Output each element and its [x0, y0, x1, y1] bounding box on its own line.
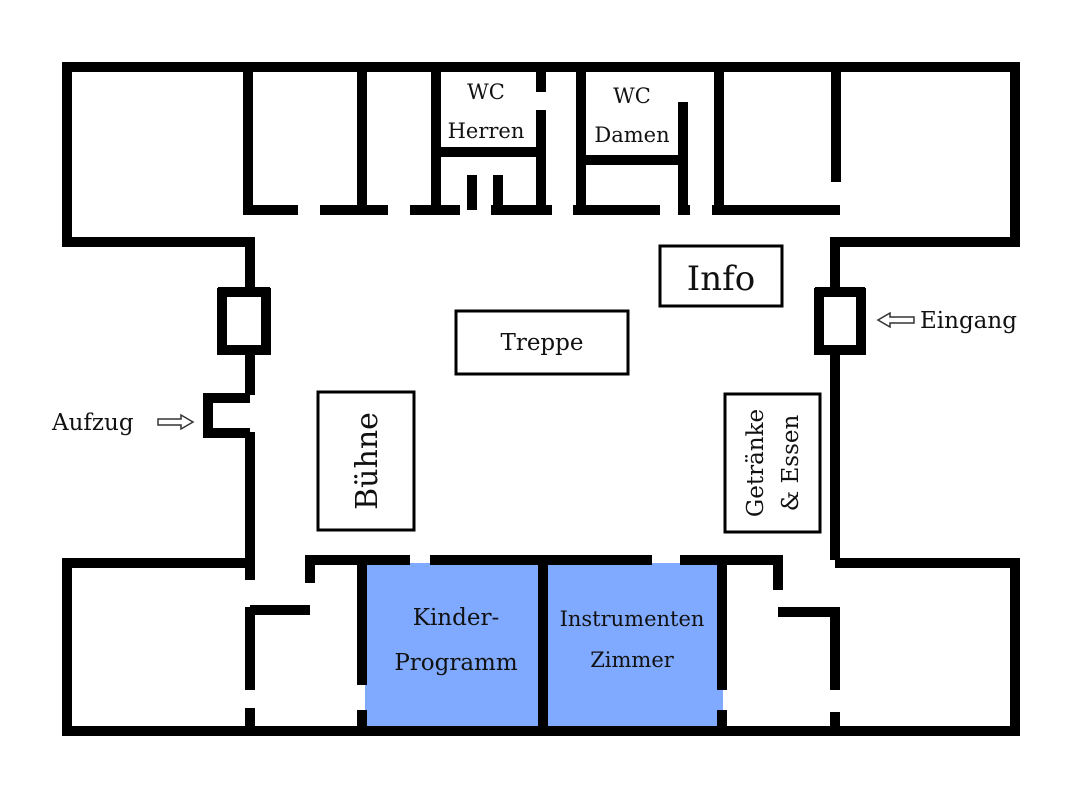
buehne-label: Bühne	[350, 412, 385, 510]
wc-herren-label-1: WC	[467, 80, 505, 104]
aufzug-label: Aufzug	[51, 410, 134, 436]
buehne-box[interactable]	[316, 390, 416, 532]
treppe-box[interactable]	[454, 309, 630, 376]
wc-damen-label-2: Damen	[594, 123, 669, 147]
walls	[62, 62, 1020, 736]
treppe-label: Treppe	[500, 330, 583, 356]
eingang-label: Eingang	[920, 308, 1017, 334]
getraenke-label-1: Getränke	[743, 409, 769, 517]
room-instrumenten-zimmer[interactable]	[545, 563, 723, 728]
getraenke-box[interactable]	[723, 392, 822, 534]
instrumenten-label-1: Instrumenten	[560, 607, 705, 631]
info-label: Info	[687, 259, 755, 299]
kinder-label-2: Programm	[394, 650, 518, 676]
aufzug-arrow-icon	[157, 413, 195, 431]
kinder-label-1: Kinder-	[413, 605, 499, 631]
info-box[interactable]	[658, 244, 784, 308]
wc-herren-label-2: Herren	[448, 119, 525, 143]
eingang-arrow-icon	[876, 311, 915, 329]
getraenke-label-2: & Essen	[778, 415, 804, 512]
room-kinder-programm[interactable]	[365, 563, 543, 728]
wc-damen-label-1: WC	[613, 84, 651, 108]
instrumenten-label-2: Zimmer	[590, 648, 675, 672]
